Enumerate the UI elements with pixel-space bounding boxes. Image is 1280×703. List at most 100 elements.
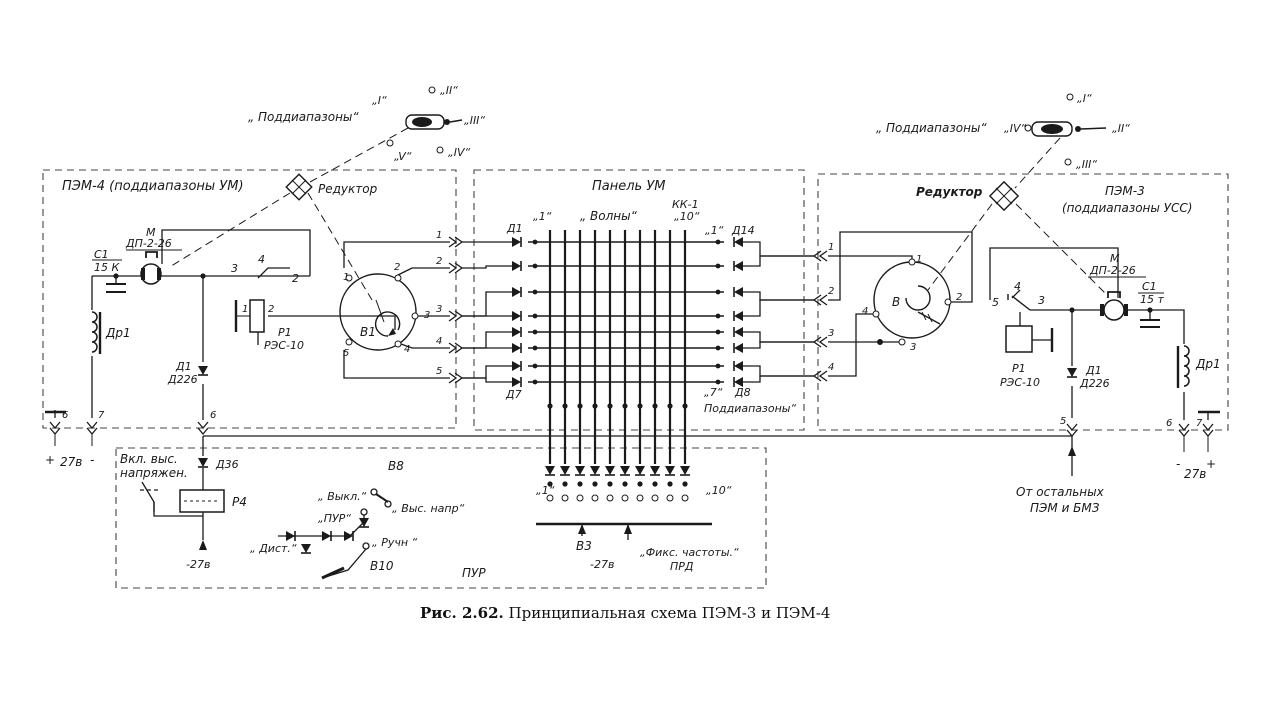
left-relay-type: РЭС-10 <box>264 339 304 352</box>
pur-diode-2-icon <box>300 543 312 554</box>
pem4-block <box>42 169 457 429</box>
svg-text:3: 3 <box>910 342 916 353</box>
svg-text:1: 1 <box>343 272 349 283</box>
pur-minus27: -27в <box>186 558 210 571</box>
svg-text:4: 4 <box>436 336 442 347</box>
panel-D7-label: Д7 <box>505 388 522 401</box>
pur-hv-label: „ Выс. напр“ <box>392 502 465 515</box>
from-other-line1: От остальных <box>1016 485 1105 499</box>
left-matrix-diode-icon <box>511 342 522 354</box>
panel-D8-label: Д8 <box>734 386 751 399</box>
wave-node <box>682 403 688 409</box>
right-rotary-switch-B: В 1 2 4 3 <box>862 254 962 353</box>
left-motor-M: М <box>146 226 156 239</box>
band-contact <box>666 494 674 502</box>
band-contact <box>606 494 614 502</box>
left-switch-pin3: 3 <box>231 262 238 275</box>
panel-D1-label: Д1 <box>506 222 523 235</box>
svg-text:4: 4 <box>404 344 410 355</box>
svg-text:1: 1 <box>916 254 922 265</box>
right-matrix-diode-icon <box>733 310 744 322</box>
left-switch-pin2: 2 <box>292 272 299 285</box>
row-node <box>532 379 538 385</box>
panel-subranges-label: Поддиапазоны“ <box>704 402 796 415</box>
band-contact <box>636 494 644 502</box>
right-knob-icon <box>1031 121 1107 137</box>
svg-text:2: 2 <box>828 286 834 297</box>
band-node <box>547 481 553 487</box>
left-choke-icon <box>91 311 102 354</box>
row-node <box>715 313 721 319</box>
right-capacitor-icon <box>1140 319 1160 328</box>
left-matrix-diode-icon <box>511 326 522 338</box>
left-subranges-label: „ Поддиапазоны“ <box>248 110 359 124</box>
panel-right-1: „1“ <box>705 224 724 237</box>
svg-text:2: 2 <box>268 304 274 315</box>
band-contact <box>561 494 569 502</box>
svg-text:4: 4 <box>862 306 868 317</box>
left-connectors: 1 2 3 4 5 <box>436 230 463 384</box>
left-reducer-icon <box>285 173 313 201</box>
row-node <box>715 379 721 385</box>
pur-diode-1-icon <box>285 530 296 542</box>
right-wiring <box>989 247 1209 420</box>
band-node <box>682 481 688 487</box>
pur-manual-label: „ Ручн “ <box>372 536 418 549</box>
right-supply-minus: - <box>1176 457 1180 471</box>
right-pos-III: „III“ <box>1076 158 1097 171</box>
pem3-title: ПЭМ-3 <box>1105 184 1145 198</box>
right-matrix-diode-icon <box>733 236 744 248</box>
left-matrix-diode-icon <box>511 376 522 388</box>
row-node <box>532 263 538 269</box>
left-pos-I: „I“ <box>372 94 387 107</box>
row-node <box>715 239 721 245</box>
svg-text:6: 6 <box>1166 418 1172 429</box>
left-diode-label: Д1 <box>175 360 192 373</box>
pur-hv-on-1: Вкл. выс. <box>120 452 178 466</box>
svg-text:1: 1 <box>436 230 442 241</box>
panel-bottom-7: „7“ <box>704 386 723 399</box>
left-diode-D1-icon <box>197 365 209 376</box>
svg-text:3: 3 <box>1038 294 1045 307</box>
svg-text:3: 3 <box>436 304 442 315</box>
left-choke-label: Др1 <box>105 326 131 340</box>
band-node <box>562 481 568 487</box>
band-diode-icon <box>574 465 586 476</box>
row-node <box>532 345 538 351</box>
right-choke-label: Др1 <box>1195 357 1221 371</box>
panel-D14-label: Д14 <box>731 224 755 237</box>
row-node <box>715 263 721 269</box>
right-motor-type: ДП-2-26 <box>1089 264 1136 277</box>
right-reducer-label: Редуктор <box>916 185 983 199</box>
left-pos-III: „III“ <box>464 114 485 127</box>
left-motor: М ДП-2-26 <box>125 226 182 285</box>
figure-title: Принципиальная схема ПЭМ-3 и ПЭМ-4 <box>508 604 831 622</box>
svg-text:7: 7 <box>98 410 105 421</box>
pur-block <box>115 447 767 589</box>
band-contact <box>681 494 689 502</box>
right-matrix-diode-icon <box>733 342 744 354</box>
figure-caption: Рис. 2.62. Принципиальная схема ПЭМ-3 и … <box>420 604 830 622</box>
diode-matrix <box>462 230 814 464</box>
left-matrix-diode-icon <box>511 310 522 322</box>
row-node <box>715 289 721 295</box>
left-motor-type: ДП-2-26 <box>125 237 172 250</box>
left-pos-V: „V“ <box>394 150 412 163</box>
band-node <box>637 481 643 487</box>
pur-off-label: „ Выкл.“ <box>318 490 367 503</box>
right-cap-val: 15 т <box>1140 293 1164 306</box>
left-matrix-diode-icon <box>511 236 522 248</box>
right-connectors: 1 2 3 4 <box>813 242 834 382</box>
left-cap-C1: С1 <box>94 248 109 261</box>
from-other-line2: ПЭМ и БМЗ <box>1030 501 1100 515</box>
right-subranges-label: „ Поддиапазоны“ <box>876 121 987 135</box>
row-node <box>532 239 538 245</box>
left-supply-terminals: 6 7 6 <box>45 410 216 446</box>
right-subrange-selector: „ Поддиапазоны“ „I“ „IV“ „II“ „III“ <box>876 92 1130 189</box>
wave-node <box>637 403 643 409</box>
band-diode-icon <box>679 465 691 476</box>
svg-text:6: 6 <box>210 410 216 421</box>
pur-switches <box>278 488 392 580</box>
svg-text:4: 4 <box>828 362 834 373</box>
